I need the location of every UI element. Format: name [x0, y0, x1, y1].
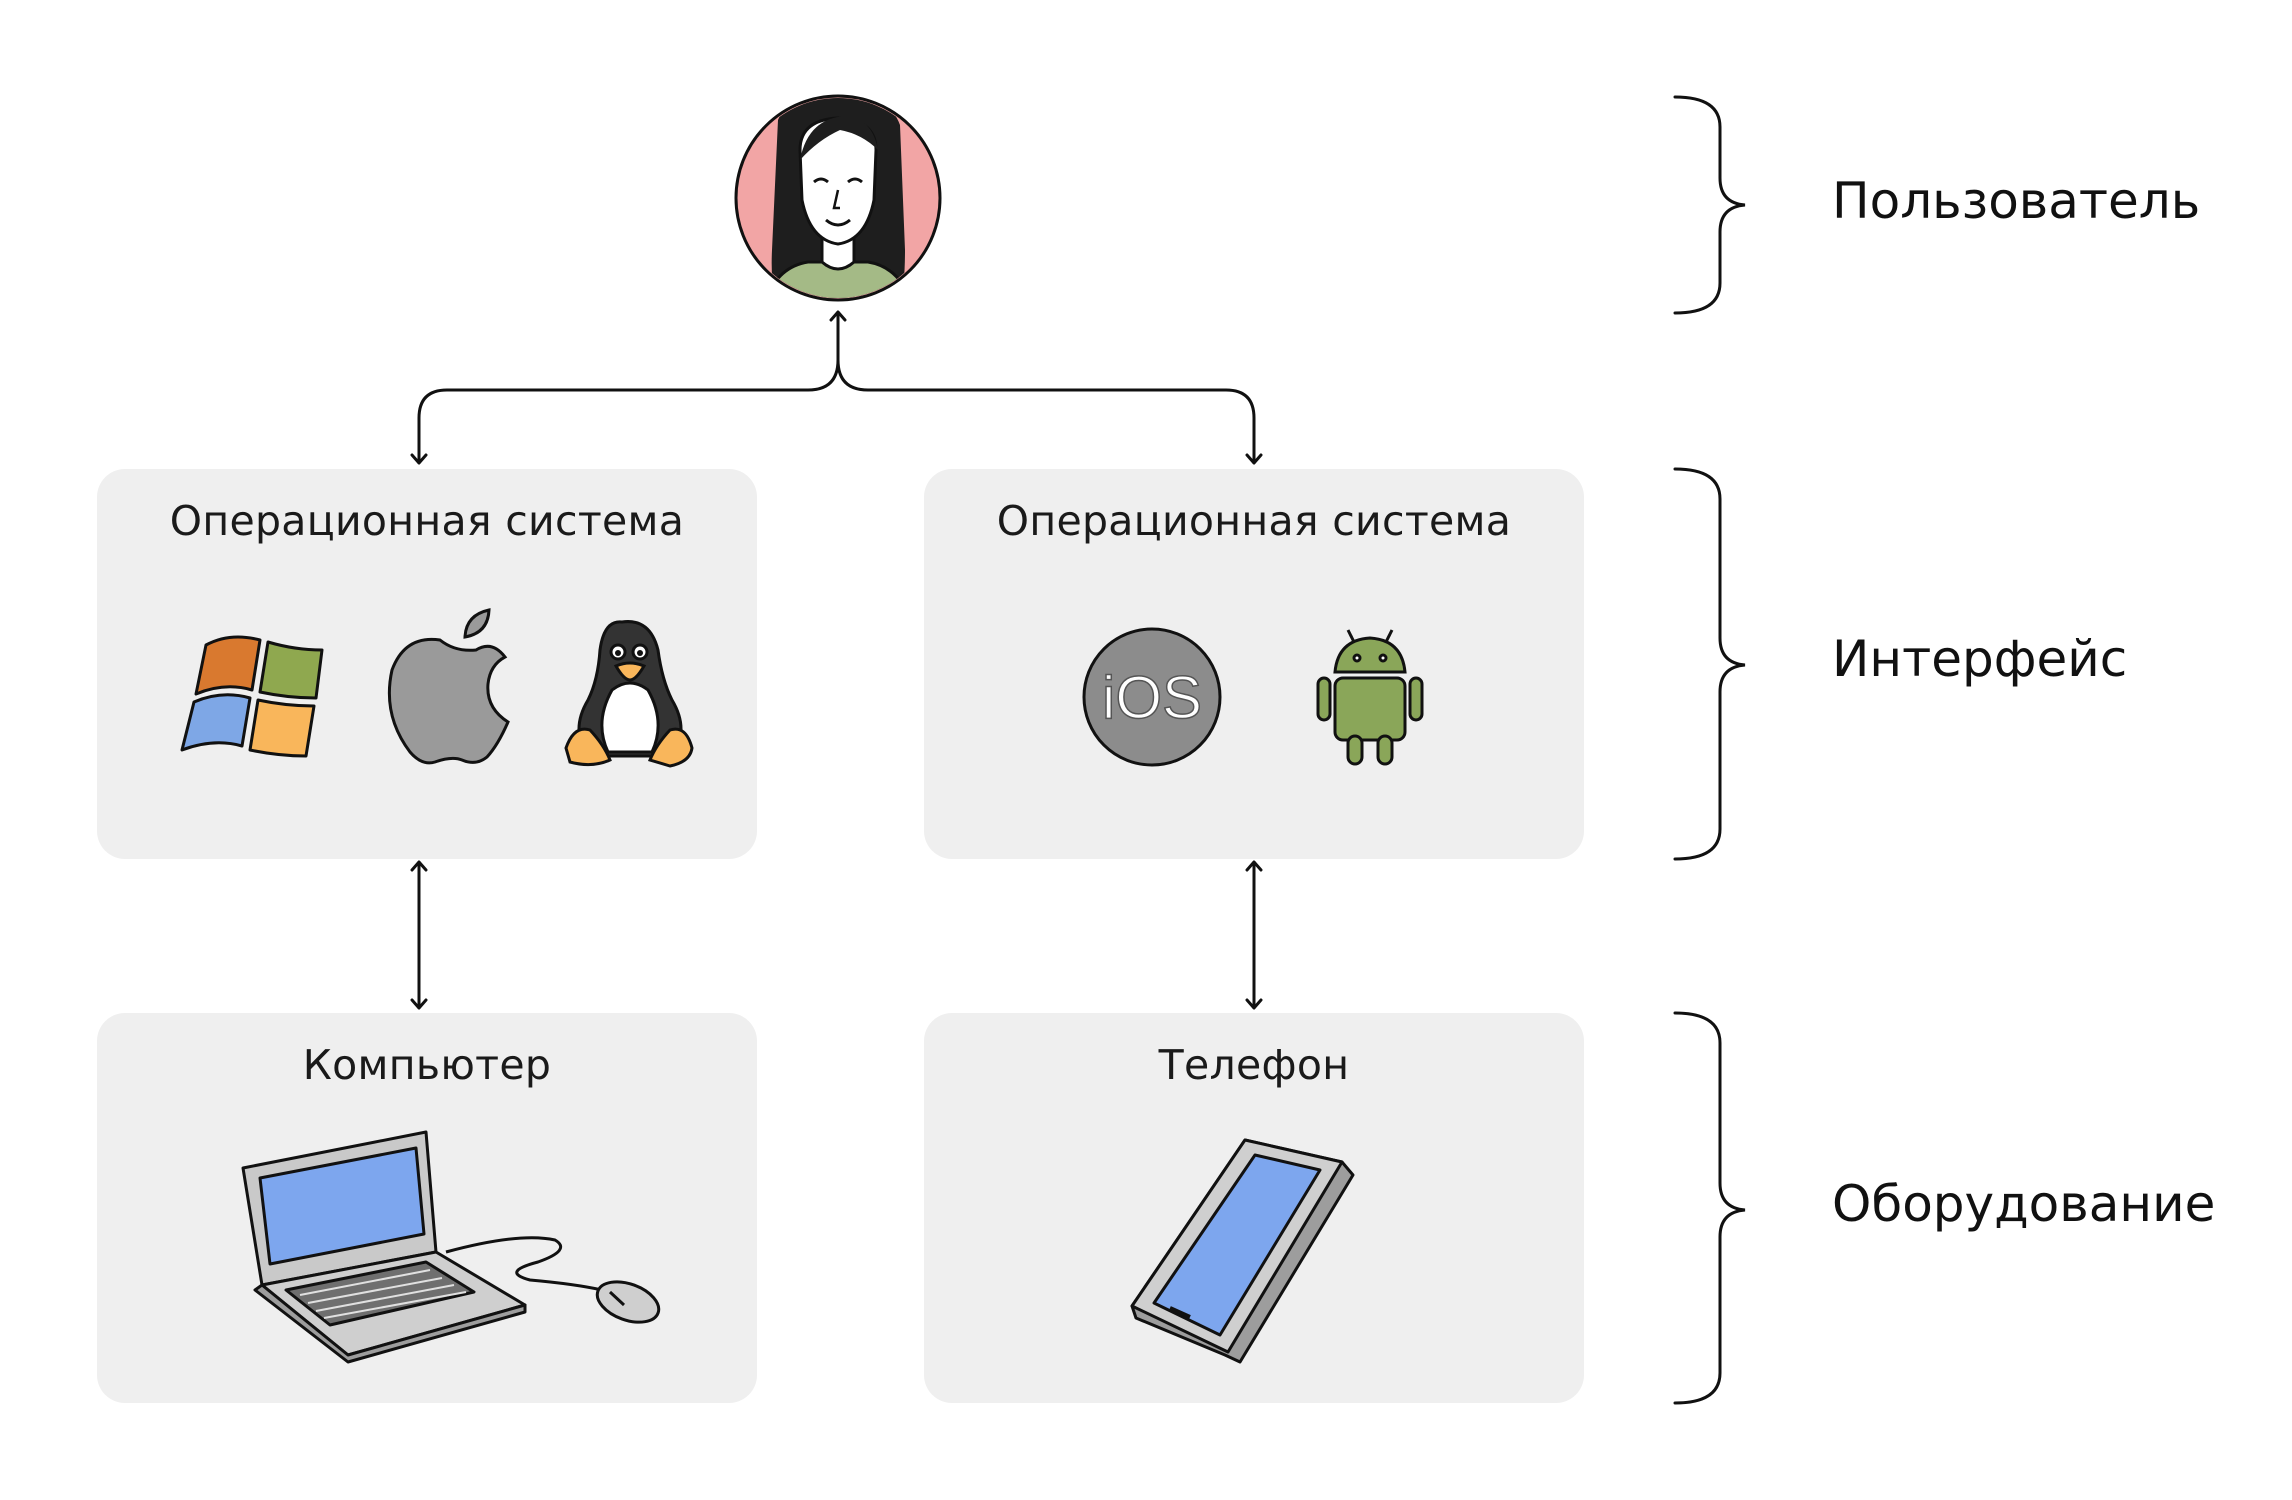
- laptop-icon: [241, 1130, 527, 1364]
- smartphone-icon: [1130, 1138, 1355, 1364]
- hardware-box-phone-title: Телефон: [1158, 1041, 1350, 1089]
- layer-label-user: Пользователь: [1832, 172, 2201, 230]
- brace-interface: [1673, 467, 1746, 861]
- windows-logo-icon: [180, 635, 324, 758]
- android-logo-icon: [1316, 629, 1424, 766]
- connector-user-os: [410, 310, 1263, 465]
- apple-logo-icon: [387, 608, 510, 765]
- ios-logo-icon: iOS: [1082, 627, 1222, 767]
- os-box-desktop-title: Операционная система: [169, 497, 685, 545]
- hardware-box-computer-title: Компьютер: [302, 1041, 552, 1089]
- brace-hardware: [1673, 1011, 1746, 1405]
- linux-tux-icon: [564, 620, 694, 768]
- brace-user: [1673, 95, 1746, 315]
- mouse-icon: [445, 1236, 661, 1324]
- layer-label-interface: Интерфейс: [1832, 630, 2128, 688]
- user-avatar-icon: [734, 94, 942, 302]
- os-box-mobile-title: Операционная система: [996, 497, 1512, 545]
- os-box-mobile: Операционная система: [924, 469, 1584, 859]
- ios-logo-text: iOS: [1102, 664, 1202, 731]
- layer-label-hardware: Оборудование: [1832, 1175, 2216, 1233]
